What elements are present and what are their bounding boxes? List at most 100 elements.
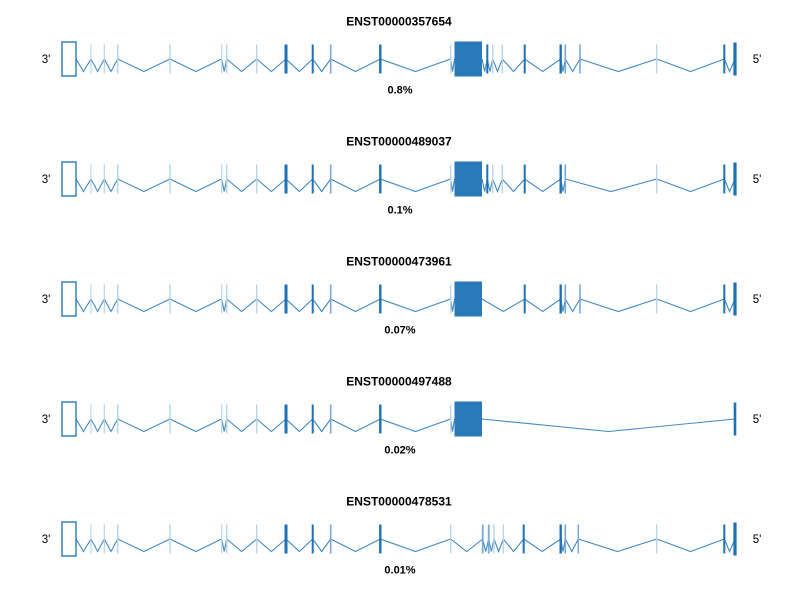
exon-tick (103, 404, 105, 434)
large-exon-box (454, 41, 482, 77)
intron-line (169, 538, 222, 553)
intron-line (380, 538, 451, 553)
intron-line (285, 538, 314, 553)
exon-tick (559, 164, 562, 194)
exon-tick (116, 44, 119, 74)
intron-line (169, 418, 222, 433)
exon-tick (90, 164, 92, 194)
intron-line (723, 58, 736, 73)
intron-line (312, 178, 332, 193)
three-prime-label: 3' (42, 174, 51, 186)
exon-tick (450, 164, 452, 194)
terminal-open-exon-box (61, 161, 77, 197)
exon-tick (103, 164, 105, 194)
intron-line (565, 178, 657, 193)
abundance-label: 0.8% (387, 85, 412, 97)
exon-tick (577, 524, 580, 554)
intron-line (523, 538, 562, 553)
exon-tick (486, 44, 489, 74)
intron-line (502, 538, 525, 553)
exon-tick (329, 404, 332, 434)
exon-tick (116, 164, 119, 194)
exon-tick (450, 284, 452, 314)
intron-line (564, 538, 579, 553)
exon-tick (284, 44, 288, 74)
exon-tick (225, 164, 228, 194)
exon-tick (225, 284, 228, 314)
exon-tick (116, 404, 119, 434)
abundance-label: 0.1% (387, 205, 412, 217)
exon-tick (656, 164, 658, 194)
exon-tick (221, 524, 223, 554)
exon-tick (329, 164, 332, 194)
exon-tick (523, 164, 526, 194)
intron-line (723, 178, 736, 193)
intron-line (380, 418, 451, 433)
exon-tick (311, 524, 314, 554)
exon-tick (492, 164, 494, 194)
intron-line (103, 58, 119, 73)
intron-line (450, 538, 484, 553)
exon-tick (379, 164, 382, 194)
exon-tick (169, 44, 171, 74)
exon-tick (116, 524, 119, 554)
intron-line (330, 298, 381, 313)
exon-tick (379, 44, 382, 74)
intron-line (169, 298, 222, 313)
exon-tick (723, 524, 726, 554)
exon-tick (723, 44, 726, 74)
intron-line (117, 538, 171, 553)
intron-line (492, 58, 503, 74)
exon-tick (90, 524, 92, 554)
intron-line (226, 418, 258, 433)
intron-line (656, 298, 725, 313)
exon-tick (169, 164, 171, 194)
intron-line (312, 298, 332, 313)
exon-tick (116, 284, 119, 314)
intron-line (75, 538, 92, 553)
abundance-label: 0.07% (384, 325, 415, 337)
intron-line (90, 178, 105, 193)
three-prime-label: 3' (42, 534, 51, 546)
intron-line (723, 538, 736, 553)
exon-tick (733, 282, 737, 316)
exon-tick (329, 524, 332, 554)
transcript-id-label: ENST00000497488 (346, 375, 452, 389)
intron-line (330, 178, 381, 193)
exon-tick (169, 404, 171, 434)
exon-tick (225, 44, 228, 74)
intron-line (501, 178, 526, 193)
five-prime-label: 5' (753, 54, 762, 66)
intron-line (221, 538, 228, 552)
exon-tick (559, 524, 562, 554)
exon-tick (284, 164, 288, 194)
intron-line (656, 538, 725, 553)
exon-tick (284, 284, 288, 314)
intron-line (578, 538, 657, 553)
three-prime-label: 3' (42, 54, 51, 66)
intron-line (481, 418, 736, 433)
exon-tick (225, 404, 228, 434)
exon-tick (481, 524, 484, 554)
intron-line (117, 418, 171, 433)
large-exon-box (454, 161, 482, 197)
five-prime-label: 5' (753, 414, 762, 426)
intron-line (75, 418, 92, 433)
terminal-open-exon-box (61, 401, 77, 437)
exon-tick (255, 524, 258, 554)
exon-tick (559, 44, 562, 74)
exon-tick (492, 44, 494, 74)
intron-line (330, 538, 381, 553)
transcript-row: ENST00000357654 0.8% 3' 5' (42, 15, 762, 97)
exon-tick (90, 284, 92, 314)
transcript-id-label: ENST00000473961 (346, 255, 452, 269)
intron-line (221, 178, 228, 192)
transcript-id-label: ENST00000357654 (346, 15, 452, 29)
exon-tick (311, 404, 314, 434)
intron-line (656, 58, 725, 73)
exon-tick (733, 162, 737, 196)
exon-tick (450, 524, 452, 554)
exon-tick (450, 404, 452, 434)
intron-line (501, 58, 526, 73)
exon-tick (221, 404, 223, 434)
